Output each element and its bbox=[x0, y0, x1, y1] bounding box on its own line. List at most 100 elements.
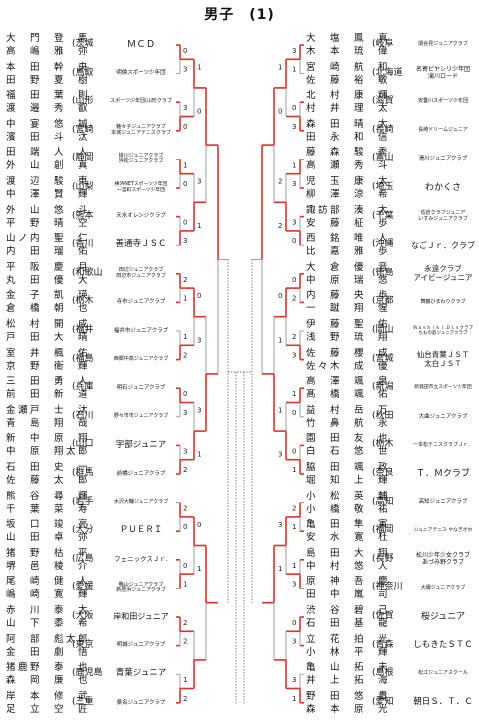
player-names: 森 田 晴 太田 永 和 信 bbox=[306, 118, 391, 144]
match-score: 3 bbox=[183, 66, 187, 74]
entry-row: 室 井 楓 佑京 野 衛 輝(福島西郷中高ジュニアクラブ bbox=[0, 347, 479, 373]
match-score: 3 bbox=[183, 409, 187, 417]
match-score: 3 bbox=[197, 336, 201, 344]
club-name: 西郷中高ジュニアクラブ bbox=[108, 347, 174, 373]
club-name: 高知ジュニアクラブ bbox=[410, 490, 476, 516]
player-names: 北 村 康 輝村 井 理 太 bbox=[306, 89, 388, 115]
match-score: 3 bbox=[183, 104, 187, 112]
player-name: 外 山 創 真 bbox=[6, 160, 91, 172]
club-name: 田辺ジュニアクラブ田辺市ジュニアクラブ bbox=[108, 261, 174, 287]
club-line: 天水オレンジクラブ bbox=[116, 213, 166, 220]
club-line: 仙台青葉ＪＳＴ bbox=[416, 349, 470, 359]
player-name: 平 野 晴 空 bbox=[6, 217, 91, 229]
club-name: 青葉ジュニア bbox=[108, 661, 174, 687]
player-names: 藤 森 駿 秀高 瀬 秀 斗 bbox=[306, 146, 388, 172]
club-line: 福井市ジュニアクラブ bbox=[113, 327, 169, 334]
player-name: 室 井 楓 佑 bbox=[6, 347, 91, 359]
club-line: 横浜NETスポーツ少年団 bbox=[114, 182, 168, 188]
player-name: 比 嘉 雅 歩 bbox=[306, 246, 391, 258]
entry-row: 熊 谷 尋 輝千 葉 菜 寿(岩手水沢大輔ジュニアクラブ bbox=[0, 490, 479, 516]
club-name: 魅々子ジュニアクラブ本城ジュニアテニスクラブ bbox=[108, 118, 174, 144]
prefecture: (群馬 bbox=[72, 468, 94, 478]
club-name: 永遠クラブアイビージュニア bbox=[410, 261, 476, 287]
player-name: 熊 谷 尋 輝 bbox=[6, 490, 91, 502]
player-name: 丸 田 優 大 bbox=[6, 274, 91, 286]
club-line: 田辺市ジュニアクラブ bbox=[116, 272, 166, 279]
club-name: 滑川ジュニアクラブ bbox=[410, 146, 476, 172]
player-names: 大 門 登 馬高 嶋 雅 弥 bbox=[6, 32, 91, 58]
entry-row: 立 花 拍 光小 林 平 輝(青森しもきたＳＴＣ bbox=[0, 633, 479, 659]
player-names: 野 田 悠 貴森 本 原 光 bbox=[306, 690, 388, 716]
player-names: 阿 部 彪太郎金 田 劇 悟 bbox=[6, 633, 88, 659]
player-name: 森 岡 廉 也 bbox=[6, 675, 91, 687]
player-name: 戸 田 大 晴 bbox=[6, 332, 91, 343]
match-score: 0 bbox=[292, 619, 296, 627]
club-line: 佐倉クラブジュニア bbox=[420, 209, 466, 216]
prefecture: (秋田 bbox=[372, 410, 394, 421]
player-name: 大 塩 鳳 真 bbox=[306, 33, 391, 44]
club-line: 関谷見ジュニアクラブ bbox=[418, 41, 468, 48]
club-name: 横浜NETスポーツ少年団一宮町スポーツ少年団 bbox=[108, 175, 174, 201]
player-name: 木 本 琉 偉 bbox=[306, 46, 391, 57]
player-names: 伊 藤 聖 佑浅 野 琉 翔 bbox=[306, 318, 388, 344]
player-name: 森 田 晴 太 bbox=[306, 118, 391, 130]
player-name: 福 田 葉 則 bbox=[6, 90, 91, 102]
club-line: 鴨山ジュニアクラブ bbox=[118, 581, 164, 588]
match-score: 0 bbox=[292, 409, 296, 417]
player-name: 堺 邑 稜 介 bbox=[6, 560, 91, 572]
player-name: 内 田 瑠 佑 bbox=[6, 246, 91, 258]
player-name: 宮 崎 航 和 bbox=[306, 61, 391, 73]
prefecture: (沖縄 bbox=[372, 239, 394, 250]
match-score: 1 bbox=[197, 451, 201, 459]
match-score: 2 bbox=[278, 178, 282, 186]
player-name: 嶋 崎 寛 輝 bbox=[6, 589, 91, 601]
match-score: 3 bbox=[292, 123, 296, 131]
match-score: 1 bbox=[183, 580, 187, 588]
entry-row: 亀 山 拓 未井 上 拓 海(島根松江ジュニアスクール bbox=[0, 661, 479, 687]
prefecture: (宮城 bbox=[372, 353, 394, 364]
prefecture: (石川 bbox=[72, 410, 94, 421]
entry-row: 赤 川 泰 太山 下 黍 希(大阪岸和田ジュニア bbox=[0, 604, 479, 630]
player-name: 田 端 人 人 bbox=[6, 147, 91, 159]
match-score: 1 bbox=[292, 390, 296, 398]
entry-row: 山ノ内 聖 仁内 田 瑠 佑(香川善通寺ＪＳＣ bbox=[0, 232, 479, 258]
match-score: 1 bbox=[197, 222, 201, 230]
club-line: 浜松ジュニアクラブ bbox=[118, 158, 164, 165]
club-line: フェニックスＪｒ. bbox=[114, 555, 168, 564]
match-score: 3 bbox=[292, 580, 296, 588]
player-name: 一 蹴 翔 惺 bbox=[306, 303, 391, 315]
club-name: 一本松テニスクラブＪｒ． bbox=[410, 432, 476, 458]
player-name: 渡 邉 秀 叡 bbox=[6, 103, 91, 115]
player-name: 石 田 基 龍 bbox=[306, 618, 391, 629]
prefecture: (北海道 bbox=[372, 67, 403, 78]
club-name: 天水オレンジクラブ bbox=[108, 204, 174, 230]
club-line: 前橋ジュニアクラブ bbox=[116, 470, 166, 477]
match-score: 2 bbox=[183, 276, 187, 284]
player-names: 渋 谷 碧 己石 田 基 龍 bbox=[306, 604, 391, 630]
player-names: 大 倉 優 音中 原 瑞 悠 bbox=[306, 261, 388, 287]
club-name: 関谷見ジュニアクラブ bbox=[410, 32, 476, 58]
match-score: 2 bbox=[183, 352, 187, 360]
entry-row: 本 田 幹 央田 野 夏 樹(鳥取明倫スポーツ少年団 bbox=[0, 61, 479, 87]
match-score: 2 bbox=[292, 333, 296, 341]
club-line: 寺市ジュニアクラブ bbox=[116, 299, 166, 306]
club-line: 桜ジュニア bbox=[420, 611, 466, 622]
match-score: 3 bbox=[183, 237, 187, 245]
match-score: 3 bbox=[292, 219, 296, 227]
match-score: 1 bbox=[183, 161, 187, 169]
club-name: 名寄ピヤシリ少年団滝川ロード bbox=[410, 61, 476, 87]
match-score: 1 bbox=[197, 63, 201, 71]
entry-row: 森 田 晴 太田 永 和 信(長崎長崎ドリームジュニア bbox=[0, 118, 479, 144]
player-name: 佐々木 成 優 bbox=[306, 360, 391, 372]
prefecture: (富山 bbox=[372, 153, 394, 164]
prefecture: (神奈川 bbox=[372, 582, 403, 593]
club-line: しもきたＳＴＣ bbox=[413, 639, 473, 650]
prefecture: (千葉 bbox=[372, 210, 394, 221]
player-name: 高 嶋 雅 弥 bbox=[6, 46, 91, 57]
club-name: 明石ジュニアクラブ bbox=[108, 375, 174, 401]
entry-row: 島 田 大 翔中 村 悠 人(長野松川少年少女クラブあづみ野クラブ bbox=[0, 547, 479, 573]
club-line: ＰＵＥＲＩ bbox=[119, 525, 163, 536]
match-score: 0 bbox=[197, 521, 201, 529]
